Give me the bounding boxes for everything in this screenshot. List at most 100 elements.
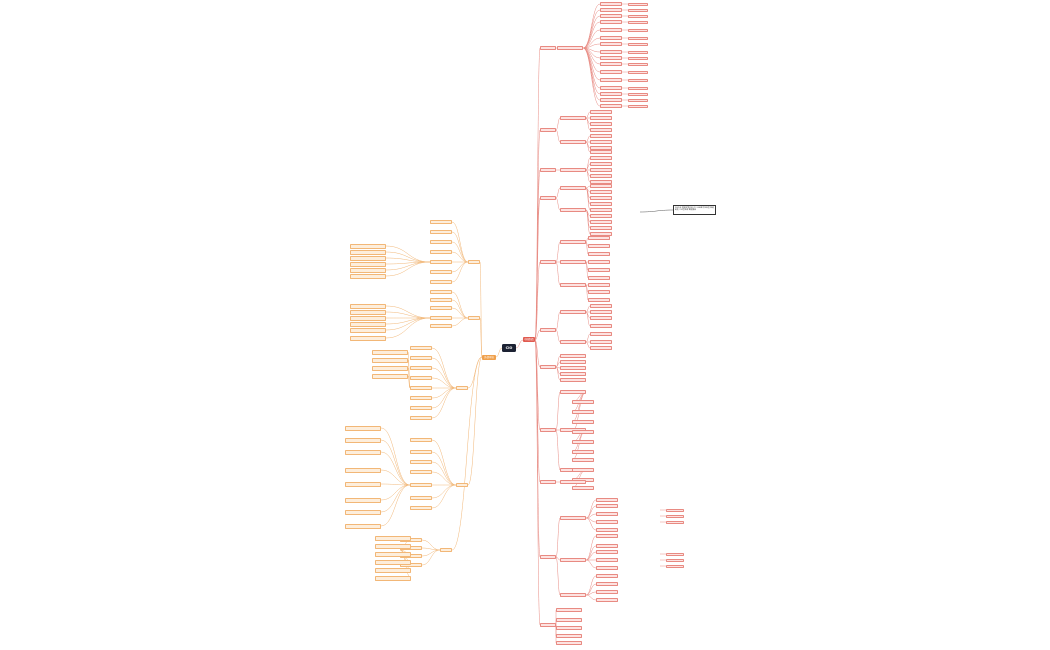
mind-map-node[interactable]	[430, 270, 452, 274]
mind-map-node[interactable]	[666, 508, 684, 512]
mind-map-node[interactable]	[560, 283, 586, 287]
mind-map-node[interactable]	[350, 327, 386, 333]
mind-map-node[interactable]	[350, 303, 386, 309]
mind-map-node[interactable]	[596, 598, 618, 602]
mind-map-node[interactable]	[410, 496, 432, 500]
mind-map-node[interactable]	[540, 428, 556, 432]
mind-map-node[interactable]	[600, 70, 622, 74]
mind-map-node[interactable]	[430, 316, 452, 320]
mind-map-node[interactable]	[628, 62, 648, 66]
mind-map-node[interactable]	[588, 290, 610, 294]
mind-map-node[interactable]	[345, 437, 381, 443]
mind-map-node[interactable]	[372, 349, 408, 355]
mind-map-node[interactable]	[666, 552, 684, 556]
mind-map-node[interactable]	[410, 416, 432, 420]
mind-map-node[interactable]	[628, 28, 648, 32]
mind-map-node[interactable]	[560, 354, 586, 358]
mind-map-node[interactable]	[628, 92, 648, 96]
mind-map-node[interactable]	[666, 564, 684, 568]
mind-map-node[interactable]	[410, 396, 432, 400]
mind-map-node[interactable]	[572, 468, 594, 472]
mind-map-node[interactable]	[560, 168, 586, 172]
mind-map-node[interactable]	[350, 249, 386, 255]
mind-map-node[interactable]	[600, 56, 622, 60]
mind-map-node[interactable]	[600, 42, 622, 46]
mind-map-node[interactable]	[588, 276, 610, 280]
mind-map-node[interactable]	[345, 523, 381, 529]
mind-map-node[interactable]	[588, 236, 610, 240]
mind-map-node[interactable]	[345, 509, 381, 515]
mind-map-node[interactable]	[590, 184, 612, 188]
mind-map-node[interactable]	[560, 480, 586, 484]
mind-map-node[interactable]	[600, 28, 622, 32]
mind-map-node[interactable]	[350, 321, 386, 327]
mind-map-node[interactable]	[596, 504, 618, 508]
mind-map-node[interactable]	[590, 174, 612, 178]
mind-map-node[interactable]	[410, 450, 432, 454]
mind-map-node[interactable]	[560, 260, 586, 264]
mind-map-node[interactable]	[556, 626, 582, 630]
mind-map-node[interactable]	[588, 283, 610, 287]
mind-map-node[interactable]	[590, 134, 612, 138]
mind-map-node[interactable]	[350, 267, 386, 273]
mind-map-node[interactable]	[372, 373, 408, 379]
mind-map-node[interactable]	[590, 196, 612, 200]
mind-map-node[interactable]	[590, 122, 612, 126]
mind-map-node[interactable]	[410, 406, 432, 410]
mind-map-node[interactable]	[345, 467, 381, 473]
mind-map-node[interactable]	[560, 516, 586, 520]
mind-map-node[interactable]	[590, 140, 612, 144]
mind-map-node[interactable]	[572, 430, 594, 434]
mind-map-node[interactable]	[430, 230, 452, 234]
mind-map-node[interactable]	[375, 535, 411, 541]
mind-map-node[interactable]	[468, 260, 480, 264]
mind-map-node[interactable]	[375, 567, 411, 573]
mind-map-node[interactable]	[588, 298, 610, 302]
mind-map-node[interactable]	[560, 140, 586, 144]
mind-map-node[interactable]	[590, 110, 612, 114]
mind-map-node[interactable]	[540, 555, 556, 559]
mind-map-node[interactable]	[410, 506, 432, 510]
mind-map-node[interactable]	[628, 20, 648, 24]
mind-map-node[interactable]	[628, 8, 648, 12]
mind-map-node[interactable]	[345, 497, 381, 503]
mind-map-node[interactable]	[588, 252, 610, 256]
mind-map-node[interactable]	[410, 386, 432, 390]
mind-map-node[interactable]	[596, 582, 618, 586]
mind-map-node[interactable]	[540, 168, 556, 172]
mind-map-node[interactable]	[560, 240, 586, 244]
mind-map-node[interactable]	[540, 196, 556, 200]
mind-map-node[interactable]	[596, 520, 618, 524]
mind-map-node[interactable]	[628, 78, 648, 82]
mind-map-node[interactable]	[590, 180, 612, 184]
mind-map-node[interactable]	[600, 8, 622, 12]
mind-map-node[interactable]	[590, 316, 612, 320]
mind-map-node[interactable]	[540, 260, 556, 264]
mind-map-node[interactable]	[560, 116, 586, 120]
mind-map-node[interactable]	[590, 214, 612, 218]
mind-map-node[interactable]	[375, 551, 411, 557]
mind-map-node[interactable]	[590, 156, 612, 160]
mind-map-node[interactable]	[596, 528, 618, 532]
mind-map-node[interactable]	[430, 298, 452, 302]
mind-map-node[interactable]	[410, 483, 432, 487]
mind-map-node[interactable]	[350, 335, 386, 341]
mind-map-node[interactable]	[430, 324, 452, 328]
mind-map-node[interactable]	[572, 486, 594, 490]
mind-map-node[interactable]	[590, 332, 612, 336]
mind-map-node[interactable]	[456, 483, 468, 487]
mind-map-node[interactable]	[588, 244, 610, 248]
mind-map-node[interactable]	[350, 243, 386, 249]
mind-map-node[interactable]	[430, 280, 452, 284]
mind-map-node[interactable]	[556, 608, 582, 612]
mind-map-node[interactable]	[560, 340, 586, 344]
mind-map-node[interactable]	[588, 268, 610, 272]
mind-map-node[interactable]	[590, 146, 612, 150]
mind-map-node[interactable]	[600, 78, 622, 82]
mind-map-node[interactable]	[400, 563, 422, 567]
mind-map-node[interactable]	[590, 208, 612, 212]
mind-map-node[interactable]	[560, 593, 586, 597]
mind-map-node[interactable]	[628, 104, 648, 108]
mind-map-node[interactable]	[560, 378, 586, 382]
mind-map-node[interactable]	[590, 346, 612, 350]
